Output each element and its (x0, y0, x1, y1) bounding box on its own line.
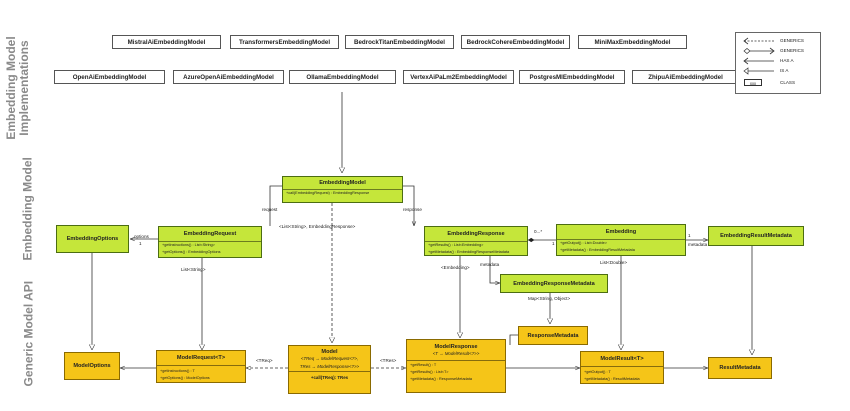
class-model-options: ModelOptions (64, 352, 120, 380)
class-embedding-response: EmbeddingResponse +getResults() : List<E… (424, 226, 528, 256)
class-response-metadata: ResponseMetadata (518, 326, 588, 345)
response-meta-link-line (509, 334, 518, 345)
impl-mistral-ai: MistralAiEmbeddingModel (112, 35, 221, 49)
class-model-result: ModelResult<T> +getOutput() : T +getMeta… (580, 351, 664, 384)
side-label-generic-api: Generic Model API (21, 280, 36, 387)
impl-openai: OpenAiEmbeddingModel (54, 70, 165, 84)
class-embedding-model: EmbeddingModel +call(EmbeddingRequest) :… (282, 176, 403, 203)
edge-label-metadata-result: metadata (688, 242, 708, 247)
class-model-request: ModelRequest<T> +getInstructions() : T +… (156, 350, 246, 383)
class-model-response: ModelResponse <T → ModelResult<?>> +getR… (406, 339, 506, 393)
impl-bedrock-titan: BedrockTitanEmbeddingModel (345, 35, 454, 49)
edge-label-tres: <TRes> (380, 358, 397, 363)
impl-postgres-ml: PostgresMlEmbeddingModel (519, 70, 625, 84)
impl-transformers: TransformersEmbeddingModel (230, 35, 339, 49)
edge-label-map-string-object: Map<String, Object> (528, 296, 571, 301)
legend-class: xxx CLASS (736, 79, 820, 87)
legend-generics-diamond: GENERICS (736, 47, 820, 55)
impl-bedrock-cohere: BedrockCohereEmbeddingModel (461, 35, 570, 49)
edge-label-request: request (262, 207, 278, 212)
edge-label-list-string-embresp: <List<String>, EmbeddingResponse> (279, 224, 356, 229)
impl-minimax: MiniMaxEmbeddingModel (578, 35, 687, 49)
edge-label-list-double: List<Double> (600, 260, 628, 265)
edge-label-options: options (134, 234, 149, 239)
class-box-icon: xxx (744, 79, 762, 86)
class-embedding-response-metadata: EmbeddingResponseMetadata (500, 274, 608, 293)
edge-label-metadata-response: metadata (480, 262, 500, 267)
impl-zhipu-ai: ZhipuAiEmbeddingModel (632, 70, 739, 84)
triangle-arrow-icon (743, 67, 774, 75)
edge-label-embedding-generic: <Embedding> (441, 265, 470, 270)
edge-label-one-metadata: 1 (688, 233, 691, 238)
edge-label-one-options: 1 (139, 241, 142, 246)
side-label-embedding-model: Embedding Model (20, 157, 35, 261)
edge-label-treq: <TReq> (256, 358, 273, 363)
legend-has-a: HAS A (736, 57, 820, 65)
open-arrow-icon (743, 57, 774, 65)
response-metadata-line (489, 256, 500, 283)
class-embedding-result-metadata: EmbeddingResultMetadata (708, 226, 804, 246)
impl-ollama: OllamaEmbeddingModel (289, 70, 396, 84)
legend-generics-dashed: GENERICS (736, 37, 820, 45)
class-embedding: Embedding +getOutput() : List<Double> +g… (556, 224, 686, 256)
class-model: Model <TReq → ModelRequest<?>, TRes → Mo… (288, 345, 371, 394)
diamond-arrow-icon (743, 47, 775, 55)
legend: GENERICS GENERICS HAS A IS A xxx CLASS (735, 32, 821, 94)
edge-label-response: response (403, 207, 422, 212)
legend-is-a: IS A (736, 67, 820, 75)
dashed-arrow-icon (743, 37, 774, 45)
side-label-implementations: Embedding Model Implementations (4, 36, 31, 140)
class-result-metadata: ResultMetadata (708, 357, 772, 379)
impl-azure-openai: AzureOpenAiEmbeddingModel (173, 70, 284, 84)
edge-label-one-results: 1 (552, 241, 555, 246)
edge-label-zero-many: 0...* (534, 229, 543, 234)
class-embedding-request: EmbeddingRequest +getInstructions() : Li… (158, 226, 262, 258)
class-embedding-options: EmbeddingOptions (56, 225, 129, 253)
edge-label-list-string: List<String> (181, 267, 206, 272)
impl-vertex-ai-palm2: VertexAiPaLm2EmbeddingModel (403, 70, 514, 84)
response-line (403, 185, 414, 226)
request-line (269, 185, 282, 226)
